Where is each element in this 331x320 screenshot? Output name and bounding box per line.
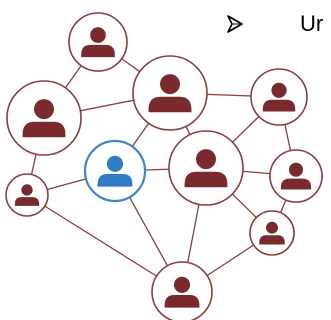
person-icon bbox=[81, 27, 115, 58]
person-icon bbox=[22, 99, 66, 138]
person-node bbox=[269, 149, 323, 203]
bullet-text: Ur bbox=[300, 11, 324, 36]
person-icon bbox=[259, 221, 285, 245]
person-icon bbox=[280, 162, 312, 190]
highlighted-person-node bbox=[83, 139, 147, 203]
person-icon bbox=[262, 82, 296, 112]
person-node bbox=[5, 173, 49, 217]
person-icon bbox=[148, 74, 192, 113]
person-icon bbox=[14, 184, 40, 206]
person-node bbox=[6, 80, 82, 156]
person-node bbox=[68, 12, 128, 72]
person-node bbox=[132, 55, 208, 131]
person-icon bbox=[97, 155, 133, 187]
person-icon bbox=[164, 276, 200, 308]
network-nodes bbox=[5, 12, 323, 320]
person-node bbox=[168, 130, 244, 206]
arrow-bullet-icon bbox=[227, 15, 243, 33]
person-node bbox=[249, 210, 295, 256]
person-icon bbox=[184, 149, 228, 188]
bullet-item: Ur bbox=[226, 13, 323, 35]
person-node bbox=[151, 261, 213, 320]
person-node bbox=[250, 68, 308, 126]
